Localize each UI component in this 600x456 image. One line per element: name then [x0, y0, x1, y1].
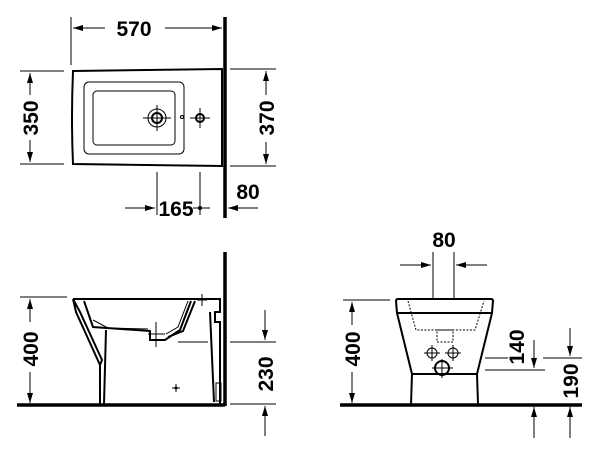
dim-tap-spacing-80: 80	[432, 229, 455, 252]
bowl-inner	[92, 90, 176, 146]
dim-width-570: 570	[116, 18, 151, 41]
dim-front-height-400: 400	[342, 331, 365, 366]
bidet-side-outline	[73, 298, 221, 405]
bidet-top-outline	[71, 67, 223, 168]
dim-depth-370: 370	[256, 100, 279, 135]
dim-wall-gap-80: 80	[236, 181, 259, 204]
dim-side-height-400: 400	[20, 331, 43, 366]
dim-drain-height-190: 190	[560, 363, 583, 398]
dim-inlet-height-140: 140	[506, 329, 529, 364]
dim-drain-height-230: 230	[255, 356, 278, 391]
side-view: 400 230	[17, 252, 278, 436]
top-view: 570 350 370 165 80	[20, 17, 279, 221]
bidet-front-rim	[394, 298, 495, 314]
bowl-rim	[83, 81, 185, 155]
dim-depth-350: 350	[20, 100, 43, 135]
dim-hole-offset-165: 165	[158, 198, 193, 221]
front-view: 80 400 140 190	[340, 229, 583, 438]
